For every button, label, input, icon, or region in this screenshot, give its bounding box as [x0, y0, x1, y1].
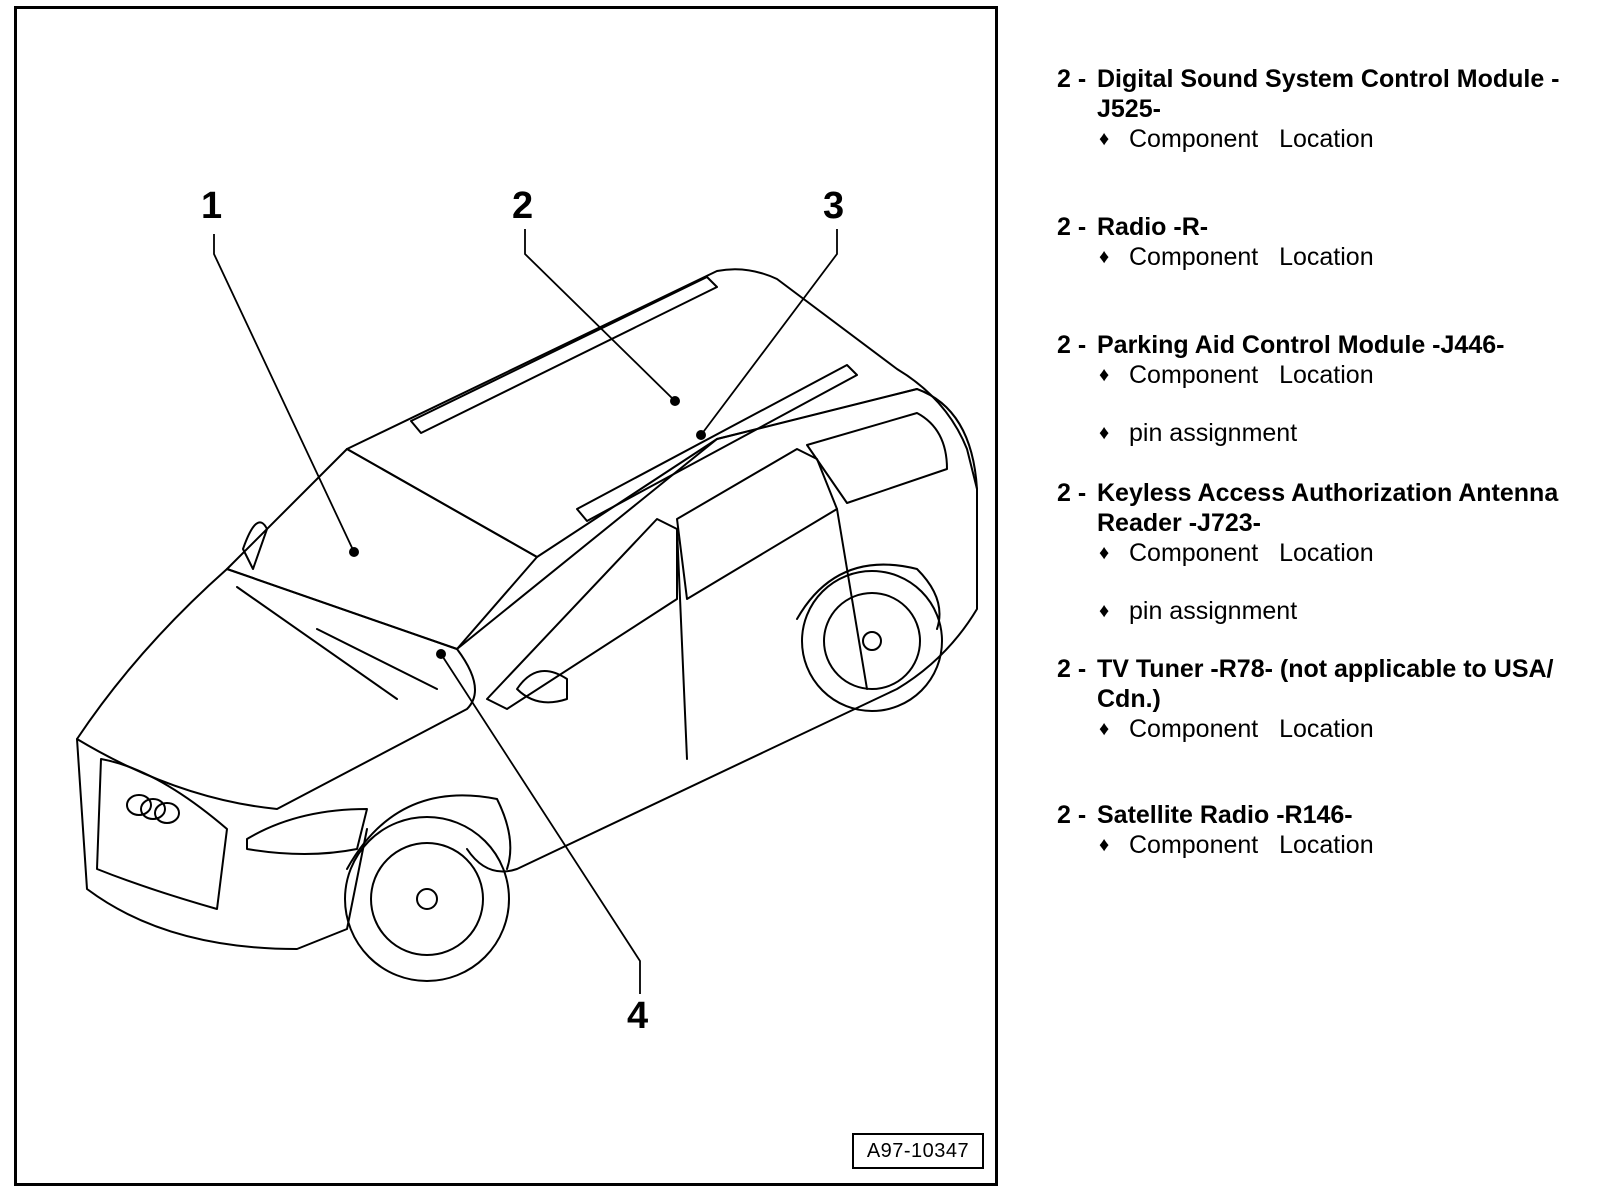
- logo-ring-2: [140, 798, 166, 820]
- rear-wheel-rim: [823, 592, 921, 690]
- leader-line-1: [213, 234, 355, 553]
- front-wheel-tire: [344, 816, 510, 982]
- component-location-link[interactable]: ♦ Component Location: [1057, 830, 1597, 860]
- callout-dot-1: [349, 547, 359, 557]
- roof-rail-front: [410, 276, 718, 434]
- component-location-link[interactable]: ♦ Component Location: [1057, 538, 1597, 568]
- link-text: Component Location: [1129, 125, 1374, 153]
- door-line-rear: [836, 508, 868, 690]
- pin-assignment-link[interactable]: ♦ pin assignment: [1057, 418, 1597, 448]
- rear-side-window: [676, 448, 838, 600]
- legend-entry-j723: 2 - Keyless Access Authorization Antenna…: [1057, 478, 1597, 626]
- vehicle-illustration: [76, 229, 978, 994]
- entry-number: 2 -: [1057, 331, 1087, 359]
- callout-number-3: 3: [823, 185, 845, 227]
- callout-number-1: 1: [201, 185, 223, 227]
- entry-number: 2 -: [1057, 479, 1087, 507]
- headlight: [246, 808, 368, 855]
- front-wheel-hub: [416, 888, 438, 910]
- leader-line-4: [440, 653, 641, 994]
- entry-title: Digital Sound System Control Module -J52…: [1097, 65, 1560, 123]
- component-location-link[interactable]: ♦ Component Location: [1057, 242, 1597, 272]
- diamond-bullet-icon: ♦: [1099, 542, 1110, 564]
- callout-number-4: 4: [627, 995, 649, 1037]
- legend-entry-radio: 2 - Radio -R- ♦ Component Location: [1057, 212, 1597, 272]
- logo-ring-3: [154, 802, 180, 824]
- entry-number: 2 -: [1057, 213, 1087, 241]
- diamond-bullet-icon: ♦: [1099, 600, 1110, 622]
- link-text: Component Location: [1129, 715, 1374, 743]
- link-text: Component Location: [1129, 361, 1374, 389]
- rear-wheel-hub: [862, 631, 882, 651]
- callout-dot-3: [696, 430, 706, 440]
- entry-number: 2 -: [1057, 65, 1087, 93]
- entry-number: 2 -: [1057, 655, 1087, 683]
- wiper-left: [236, 586, 398, 700]
- diamond-bullet-icon: ♦: [1099, 128, 1110, 150]
- callout-dot-4: [436, 649, 446, 659]
- link-text: Component Location: [1129, 539, 1374, 567]
- door-line-front: [676, 528, 688, 760]
- rear-wheel-arch: [796, 563, 941, 630]
- front-wheel-arch: [346, 794, 512, 870]
- windshield: [226, 448, 538, 650]
- legend-entry-r146: 2 - Satellite Radio -R146- ♦ Component L…: [1057, 800, 1597, 860]
- hood: [76, 568, 476, 810]
- entry-title: TV Tuner -R78- (not applicable to USA/ C…: [1097, 655, 1554, 713]
- roof-outline: [346, 268, 978, 490]
- component-location-link[interactable]: ♦ Component Location: [1057, 124, 1597, 154]
- link-text: Component Location: [1129, 831, 1374, 859]
- link-text: pin assignment: [1129, 597, 1298, 625]
- component-location-link[interactable]: ♦ Component Location: [1057, 360, 1597, 390]
- left-mirror: [242, 521, 268, 570]
- diamond-bullet-icon: ♦: [1099, 834, 1110, 856]
- wiper-right: [316, 628, 438, 690]
- leader-line-3: [700, 229, 838, 436]
- figure-reference-code: A97-10347: [852, 1133, 984, 1169]
- front-fascia: [76, 738, 368, 950]
- entry-title: Parking Aid Control Module -J446-: [1097, 331, 1505, 359]
- leader-line-2: [524, 229, 676, 402]
- side-body: [456, 388, 978, 873]
- legend-entry-r78: 2 - TV Tuner -R78- (not applicable to US…: [1057, 654, 1597, 744]
- entry-title: Satellite Radio -R146-: [1097, 801, 1353, 829]
- legend-entry-j525: 2 - Digital Sound System Control Module …: [1057, 64, 1597, 154]
- grille: [96, 758, 228, 910]
- side-mirror: [516, 670, 568, 704]
- roof-rail-rear: [576, 364, 858, 522]
- pin-assignment-link[interactable]: ♦ pin assignment: [1057, 596, 1597, 626]
- rear-wheel-tire: [801, 570, 943, 712]
- front-side-window: [486, 518, 678, 710]
- entry-title: Radio -R-: [1097, 213, 1209, 241]
- legend-entry-j446: 2 - Parking Aid Control Module -J446- ♦ …: [1057, 330, 1597, 448]
- diamond-bullet-icon: ♦: [1099, 364, 1110, 386]
- callout-dot-2: [670, 396, 680, 406]
- link-text: pin assignment: [1129, 419, 1298, 447]
- diamond-bullet-icon: ♦: [1099, 422, 1110, 444]
- callout-number-2: 2: [512, 185, 534, 227]
- link-text: Component Location: [1129, 243, 1374, 271]
- entry-number: 2 -: [1057, 801, 1087, 829]
- quarter-window: [806, 412, 948, 504]
- roof-edge: [346, 388, 918, 558]
- entry-title: Keyless Access Authorization Antenna Rea…: [1097, 479, 1559, 537]
- figure-frame: 1 2 3 4 A97-10347: [14, 6, 998, 1186]
- logo-ring-1: [126, 794, 152, 816]
- component-location-link[interactable]: ♦ Component Location: [1057, 714, 1597, 744]
- diamond-bullet-icon: ♦: [1099, 718, 1110, 740]
- front-wheel-rim: [370, 842, 484, 956]
- diamond-bullet-icon: ♦: [1099, 246, 1110, 268]
